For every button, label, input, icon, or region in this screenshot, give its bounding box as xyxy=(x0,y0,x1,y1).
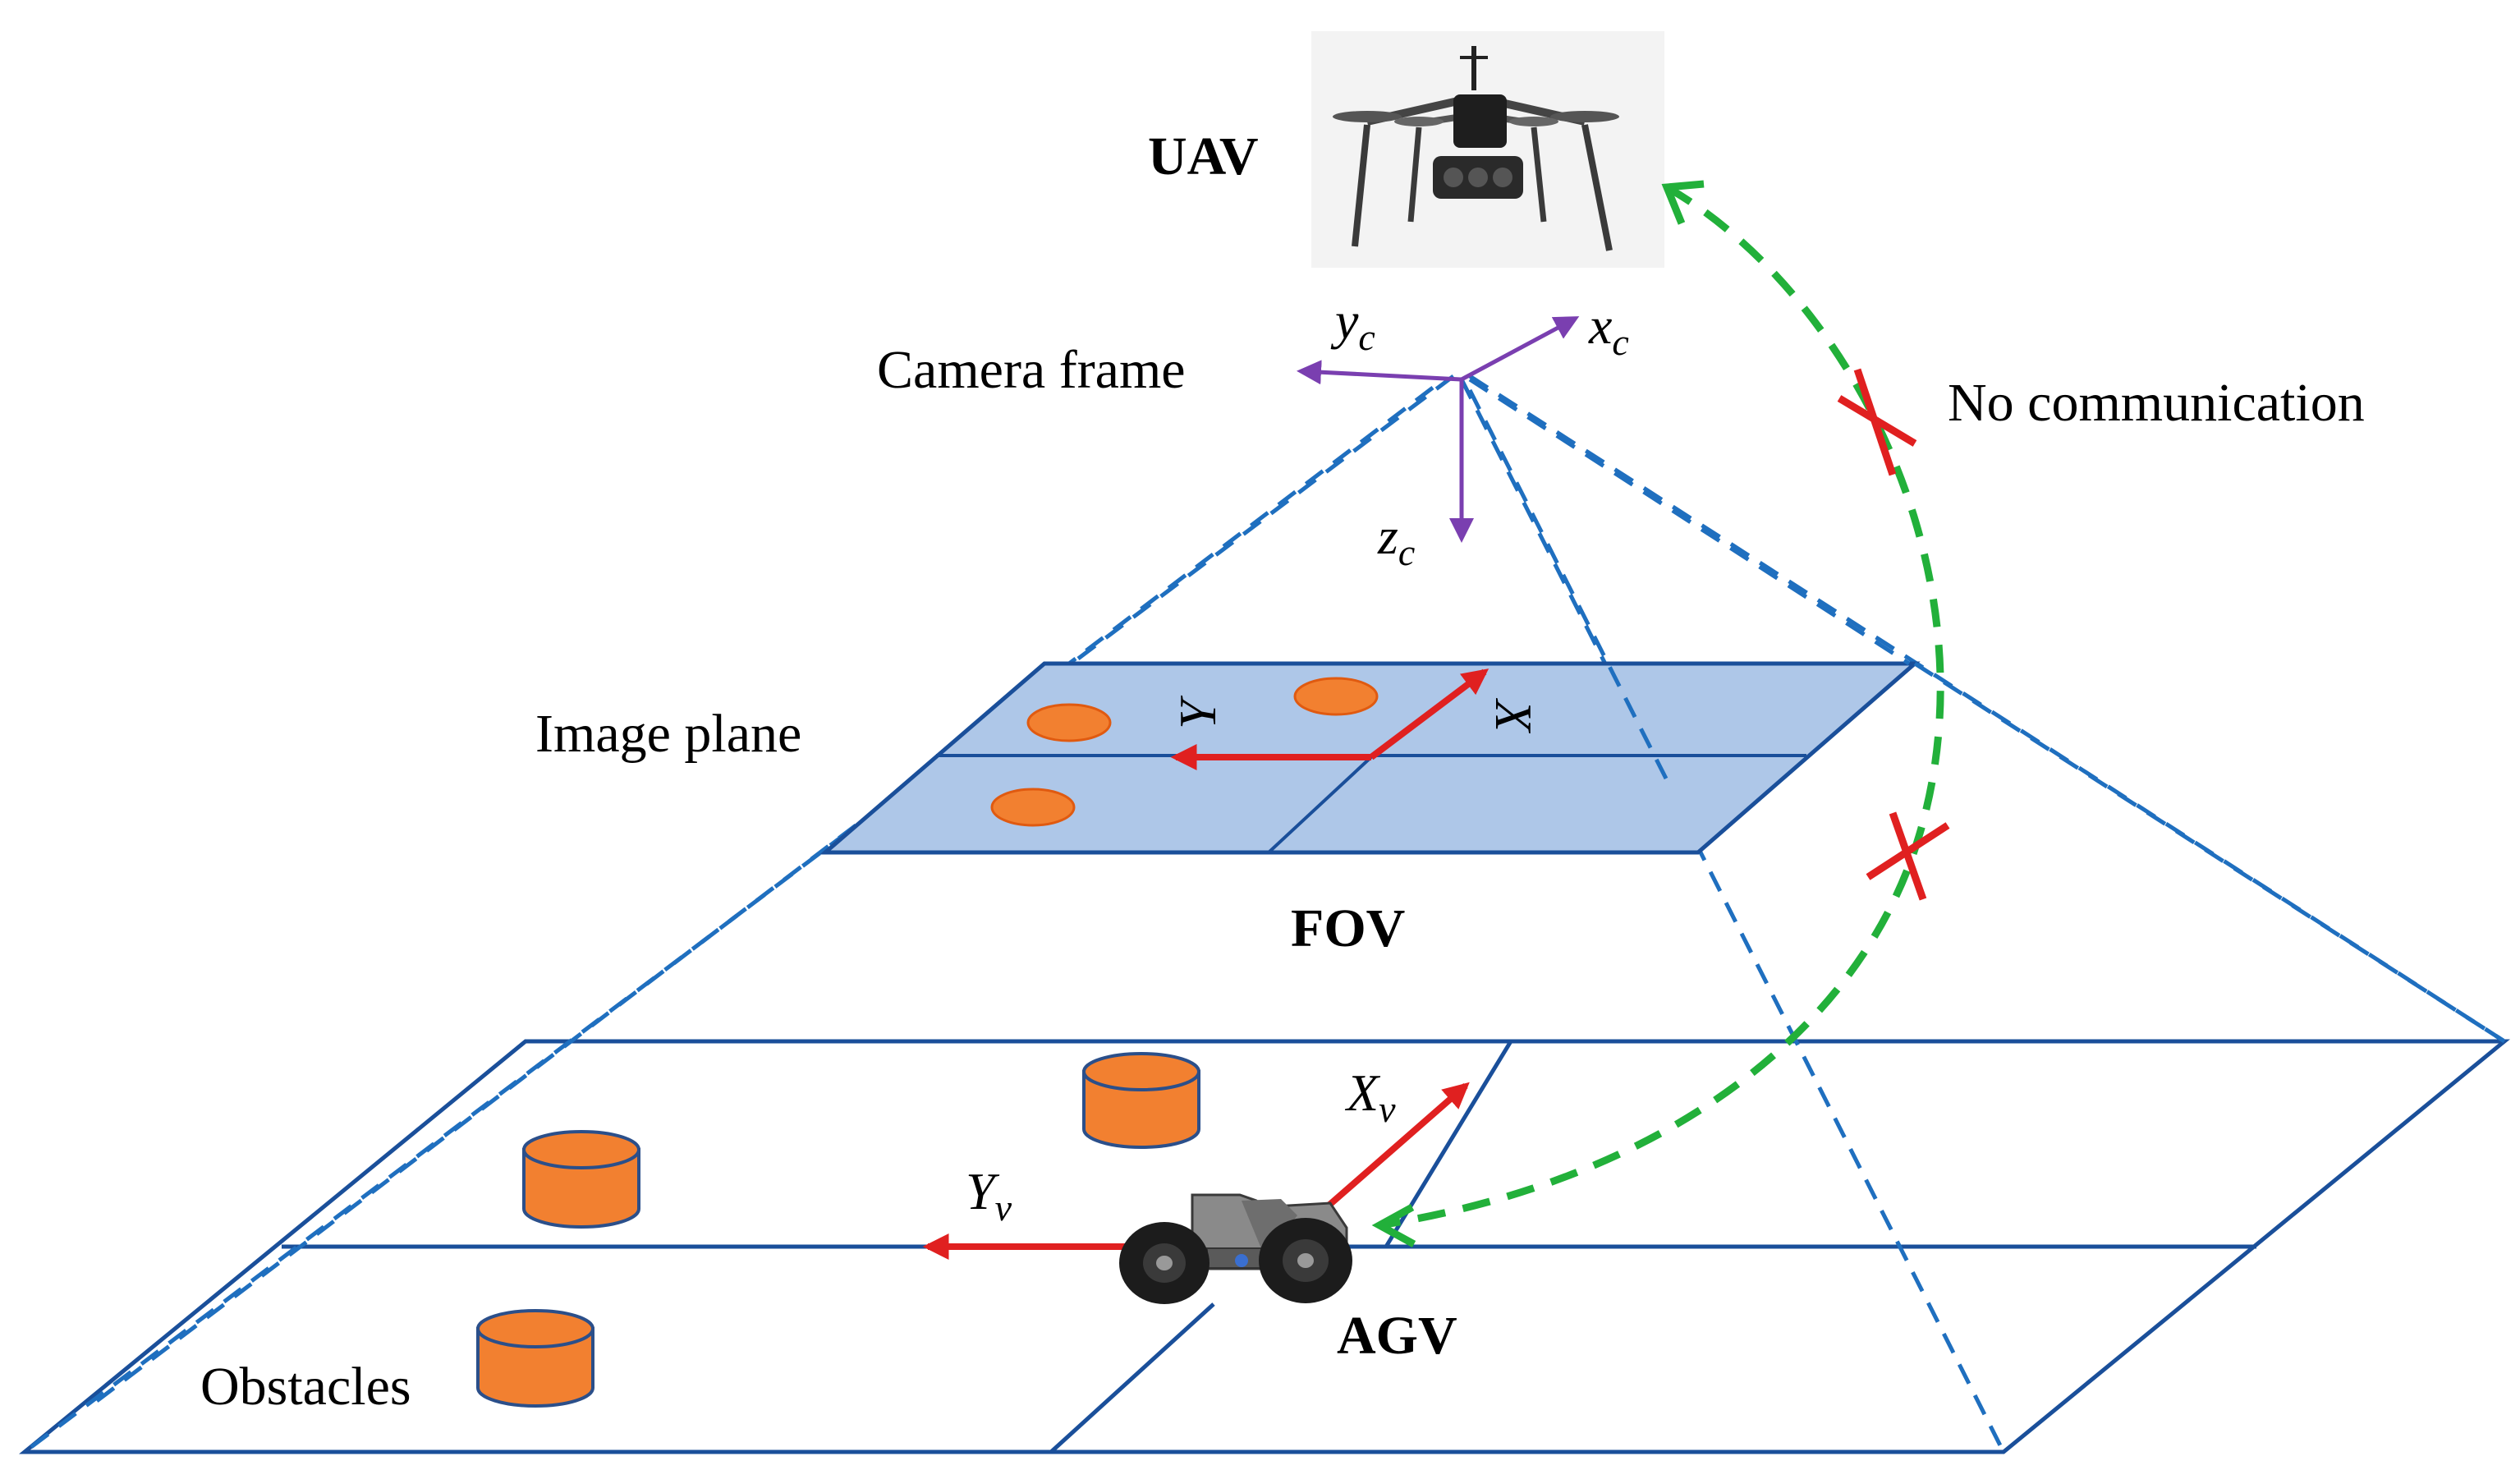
fov-line-center xyxy=(1459,378,2006,1454)
uav-label: UAV xyxy=(1148,126,1258,186)
image-plane-axes xyxy=(1170,668,1490,770)
cross-icon xyxy=(1866,811,1950,901)
ground-robot-icon xyxy=(1119,1193,1352,1304)
communication-arrowhead-agv xyxy=(1371,1204,1416,1247)
no-communication-label: No communication xyxy=(1948,373,2365,433)
communication-link-path xyxy=(1379,184,1944,1229)
image-plane-label: Image plane xyxy=(535,704,801,764)
fov-line-right-inner xyxy=(1468,377,1911,666)
camera-z-axis-label: zc xyxy=(1377,507,1415,573)
vehicle-y-axis-label: Yv xyxy=(966,1162,1012,1229)
fov-label: FOV xyxy=(1291,898,1405,958)
obstacle-cylinder-1 xyxy=(1082,1052,1200,1149)
camera-x-axis-arrow xyxy=(1460,316,1580,382)
camera-frame-label: Camera frame xyxy=(877,340,1186,400)
agv-label: AGV xyxy=(1337,1306,1457,1366)
image-x-axis-label: X xyxy=(1485,697,1543,734)
ground-plane-upper-vertical-divider xyxy=(1384,1040,1513,1248)
image-x-axis-arrow xyxy=(1369,668,1490,760)
obstacles-label: Obstacles xyxy=(200,1357,411,1417)
camera-x-axis-label: xc xyxy=(1588,296,1629,363)
image-obstacle-3 xyxy=(990,788,1076,827)
obstacle-cylinder-3 xyxy=(476,1309,594,1408)
image-y-axis-label: Y xyxy=(1168,695,1227,729)
vehicle-x-axis-arrow xyxy=(1326,1082,1470,1209)
cross-icon xyxy=(1837,368,1917,476)
fov-lines xyxy=(23,374,2506,1454)
camera-y-axis-label: yc xyxy=(1330,292,1375,358)
fov-line-left-inner xyxy=(89,386,1434,1408)
communication-arrowhead-uav xyxy=(1661,180,1705,225)
fov-line-right-lower xyxy=(1913,661,2506,1044)
image-obstacle-1 xyxy=(1026,703,1112,742)
image-plane-vertical-divider xyxy=(1267,754,1375,854)
fov-line-center-overlay xyxy=(1467,388,1669,782)
camera-y-axis-arrow xyxy=(1297,360,1462,385)
ground-plane-lower-vertical-divider xyxy=(1049,1302,1215,1454)
vehicle-axes xyxy=(922,1082,1470,1260)
obstacle-cylinder-2 xyxy=(522,1130,640,1229)
image-obstacle-2 xyxy=(1293,677,1379,716)
camera-frame-axes xyxy=(1297,316,1580,543)
vehicle-x-axis-label: Xv xyxy=(1344,1063,1396,1130)
drone-icon xyxy=(1311,31,1664,268)
ground-plane-outline xyxy=(19,1039,2510,1454)
